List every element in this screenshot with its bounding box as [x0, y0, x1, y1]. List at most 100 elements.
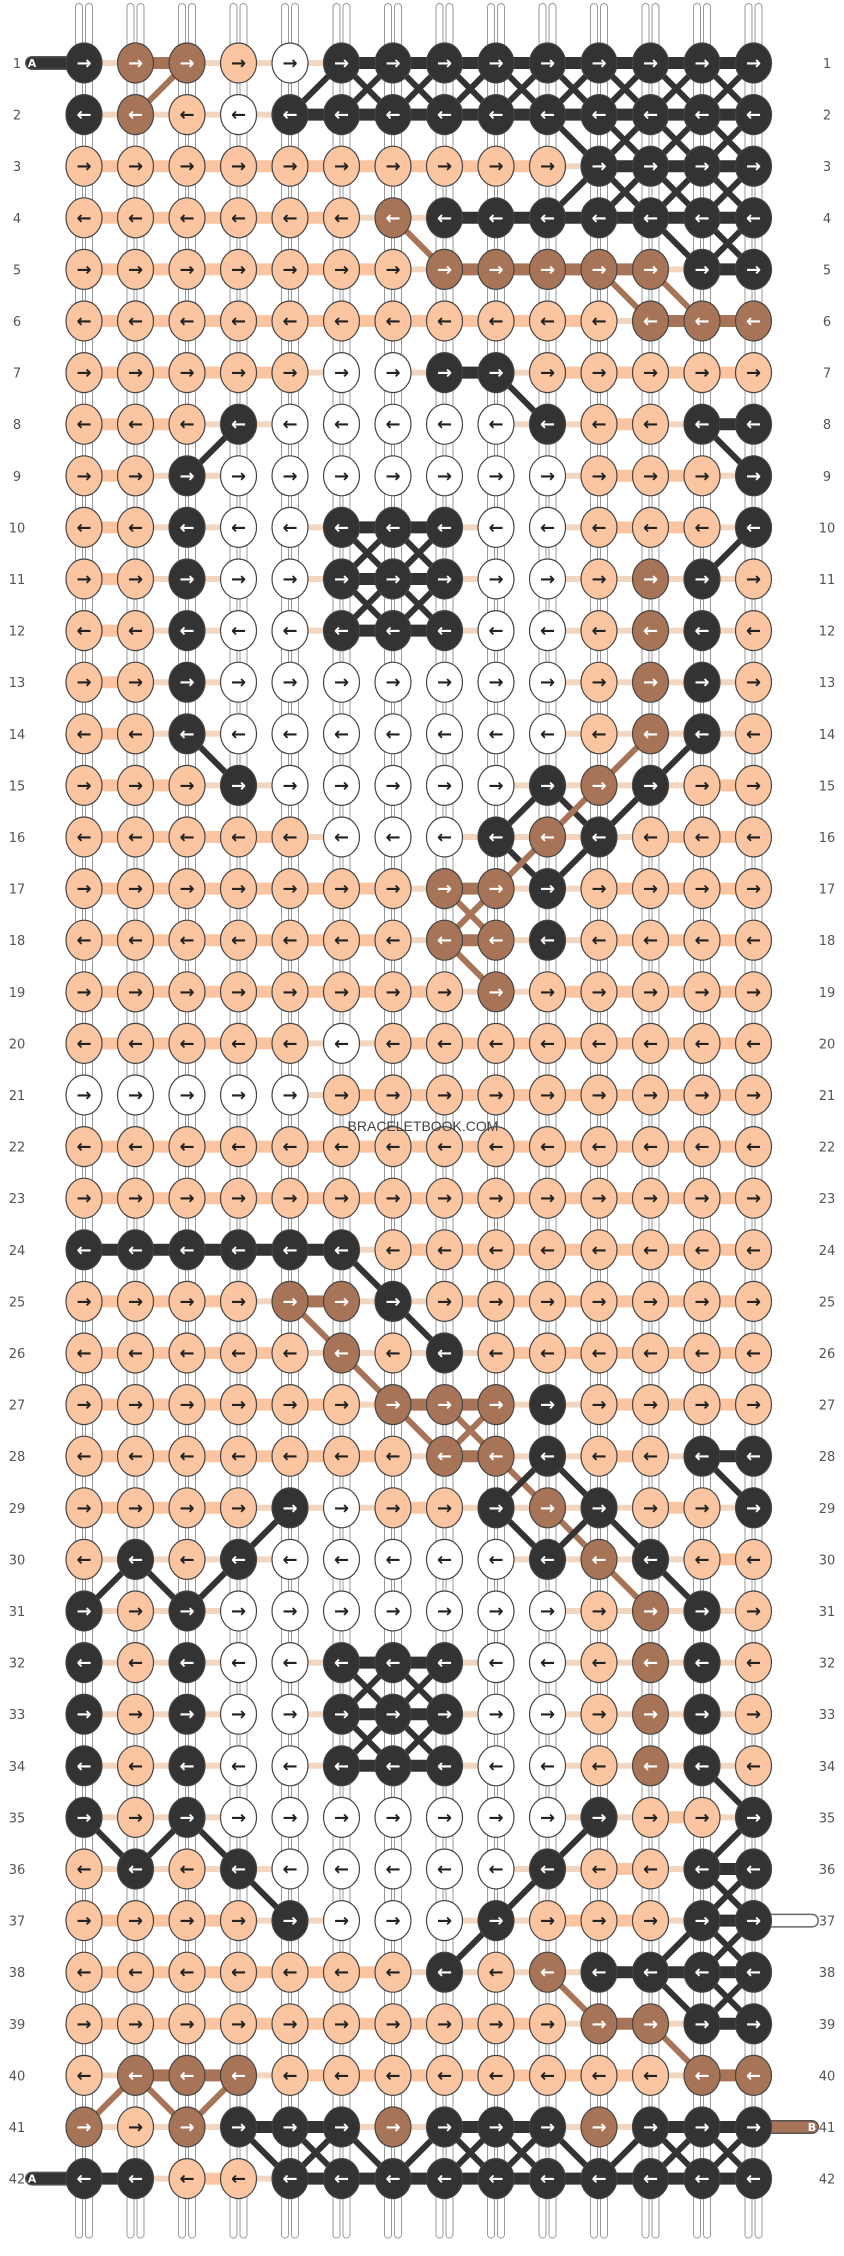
knot: →: [425, 558, 464, 600]
knot-arrow-icon: ←: [231, 1446, 246, 1467]
knot-arrow-icon: →: [128, 363, 143, 384]
knot-arrow-icon: ←: [591, 1859, 606, 1880]
knot: ←: [322, 816, 361, 858]
knot-arrow-icon: →: [179, 1085, 194, 1106]
knot: →: [374, 1693, 412, 1735]
knot: →: [734, 1383, 773, 1426]
knot-arrow-icon: ←: [282, 208, 297, 229]
knot: →: [683, 352, 721, 394]
knot-arrow-icon: ←: [540, 517, 555, 538]
knot-arrow-icon: ←: [694, 1653, 709, 1674]
knot: →: [631, 1590, 670, 1632]
knot: →: [734, 1796, 773, 1839]
knot-arrow-icon: ←: [128, 1962, 143, 1983]
knot: →: [528, 1796, 567, 1839]
knot: →: [271, 455, 309, 497]
knot: →: [65, 971, 103, 1013]
knot-arrow-icon: →: [231, 259, 246, 280]
knot-arrow-icon: ←: [591, 1962, 606, 1983]
knot-arrow-icon: →: [231, 2014, 246, 2035]
knot: ←: [219, 1848, 258, 1890]
knot: ←: [734, 713, 773, 755]
row-label-left: 19: [9, 986, 26, 1001]
knot-arrow-icon: ←: [76, 1859, 91, 1880]
knot: ←: [580, 300, 618, 342]
knot: ←: [734, 197, 773, 239]
knot-arrow-icon: →: [334, 775, 349, 796]
knot-arrow-icon: →: [643, 1188, 658, 1209]
knot-arrow-icon: →: [643, 1704, 658, 1725]
knot-arrow-icon: ←: [334, 311, 349, 332]
knot-arrow-icon: ←: [334, 517, 349, 538]
knot: →: [374, 1280, 412, 1323]
knot-arrow-icon: →: [282, 775, 297, 796]
row-label-right: 26: [819, 1347, 836, 1362]
knot-arrow-icon: →: [746, 259, 761, 280]
knot: ←: [580, 1332, 618, 1374]
knot: ←: [631, 1229, 670, 1271]
knot: →: [65, 1796, 103, 1839]
row-label-left: 33: [9, 1708, 26, 1723]
knot-arrow-icon: →: [334, 1188, 349, 1209]
knot-arrow-icon: ←: [694, 724, 709, 745]
knot-arrow-icon: ←: [385, 724, 400, 745]
knot: →: [116, 248, 155, 290]
knot-arrow-icon: ←: [643, 1033, 658, 1054]
knot: ←: [322, 1332, 361, 1374]
knot-arrow-icon: ←: [437, 827, 452, 848]
knot: →: [734, 248, 773, 290]
knot-arrow-icon: ←: [76, 1240, 91, 1261]
knot: ←: [580, 1641, 618, 1684]
knot-arrow-icon: ←: [746, 2169, 761, 2190]
knot: ←: [374, 403, 412, 445]
knot-arrow-icon: ←: [128, 1756, 143, 1777]
row-label-right: 6: [823, 315, 831, 330]
knot: →: [528, 971, 567, 1013]
knot: →: [168, 2106, 206, 2148]
knot: →: [322, 1383, 361, 1426]
knot-arrow-icon: ←: [282, 1240, 297, 1261]
knot-arrow-icon: →: [437, 1498, 452, 1519]
knot-arrow-icon: ←: [179, 827, 194, 848]
row-label-right: 10: [819, 521, 836, 536]
knot: →: [219, 352, 258, 394]
knot-arrow-icon: →: [437, 672, 452, 693]
knot: →: [116, 352, 155, 394]
knot: ←: [631, 1951, 670, 1993]
row-label-left: 10: [9, 521, 26, 536]
knot: ←: [168, 1022, 206, 1065]
knot-arrow-icon: →: [540, 1085, 555, 1106]
knot-arrow-icon: →: [488, 1601, 503, 1622]
knot: ←: [219, 300, 258, 342]
knot-arrow-icon: →: [694, 982, 709, 1003]
knot: →: [168, 145, 206, 187]
knot-arrow-icon: →: [385, 2117, 400, 2138]
knot: →: [168, 1590, 206, 1632]
knot: →: [219, 2003, 258, 2045]
row-label-left: 26: [9, 1347, 26, 1362]
knot: →: [425, 764, 464, 807]
knot-arrow-icon: ←: [179, 2065, 194, 2086]
knot-arrow-icon: ←: [179, 311, 194, 332]
knot: →: [580, 42, 618, 84]
knot-arrow-icon: →: [643, 2014, 658, 2035]
knot-arrow-icon: →: [540, 1395, 555, 1416]
knot: →: [116, 558, 155, 600]
knot: →: [219, 1796, 258, 1839]
row-label-right: 41: [819, 2121, 836, 2136]
knot-arrow-icon: ←: [128, 1137, 143, 1158]
knot-arrow-icon: ←: [591, 1756, 606, 1777]
knot-arrow-icon: →: [282, 53, 297, 74]
knot: →: [374, 2106, 412, 2148]
knot-arrow-icon: ←: [488, 1549, 503, 1570]
knot-arrow-icon: ←: [334, 1859, 349, 1880]
knot-arrow-icon: ←: [334, 1137, 349, 1158]
knot: ←: [271, 1125, 309, 1168]
knot-arrow-icon: ←: [385, 517, 400, 538]
knot-arrow-icon: →: [179, 259, 194, 280]
knot-arrow-icon: ←: [282, 105, 297, 126]
knot-arrow-icon: ←: [282, 1653, 297, 1674]
knot-arrow-icon: →: [231, 2117, 246, 2138]
row-label-right: 33: [819, 1708, 836, 1723]
knot-arrow-icon: →: [488, 1085, 503, 1106]
